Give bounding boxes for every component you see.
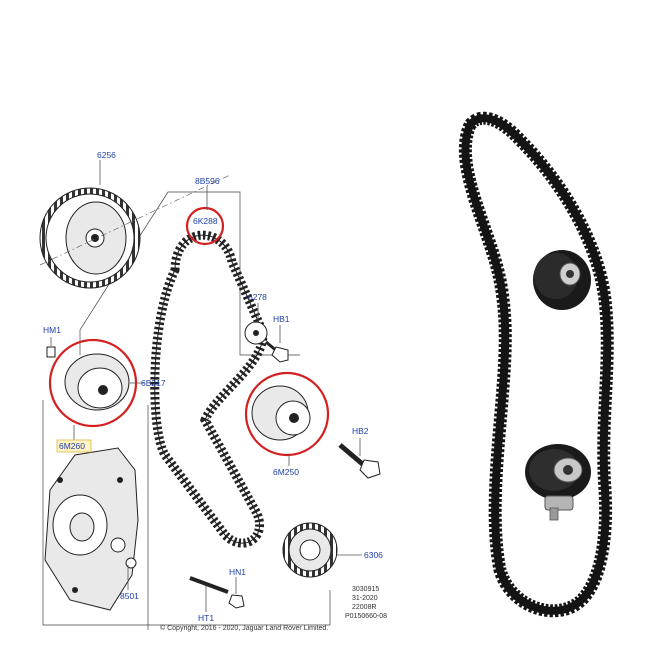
lower-tensioner	[525, 444, 591, 521]
crank-sprocket	[282, 522, 362, 578]
highlight-box-6m260	[56, 439, 92, 453]
info-line-1: 3030915	[352, 586, 379, 593]
tensioner-pulley	[48, 338, 138, 428]
highlight-ring-6m250	[244, 371, 330, 457]
parts-diagram: 6256 8B596 6K288 6278 HB1 HM1 6B217 6M26…	[39, 150, 387, 632]
label-6m260: 6M260	[59, 441, 85, 451]
label-6256: 6256	[97, 150, 116, 160]
cam-sprocket	[39, 174, 231, 289]
label-hm1: HM1	[43, 325, 61, 335]
info-line-4: P0150660-08	[345, 613, 387, 620]
info-line-2: 31-2020	[352, 595, 378, 602]
highlight-ring-6k288	[185, 206, 225, 246]
part-labels: 6256 8B596 6K288 6278 HB1 HM1 6B217 6M26…	[43, 150, 383, 623]
leader-lines	[73, 160, 290, 590]
idler-pulley	[244, 371, 330, 457]
label-6b217: 6B217	[141, 378, 166, 388]
timing-belt	[150, 230, 268, 548]
upper-roller	[533, 250, 591, 310]
frame-lines	[42, 191, 331, 630]
label-6m250: 6M250	[273, 467, 299, 477]
label-hb2: HB2	[352, 426, 369, 436]
label-8b596: 8B596	[195, 176, 220, 186]
label-6278: 6278	[248, 292, 267, 302]
label-hn1: HN1	[229, 567, 246, 577]
bolt-hb2	[338, 438, 381, 479]
label-hb1: HB1	[273, 314, 290, 324]
label-6306: 6306	[364, 550, 383, 560]
washer-and-bolt-hb1	[244, 303, 289, 363]
belt-kit-photo	[458, 111, 614, 618]
label-8501: 8501	[120, 591, 139, 601]
info-block: 3030915 31-2020 22008R P0150660-08 © Cop…	[160, 586, 387, 632]
label-6k288: 6K288	[193, 216, 218, 226]
copyright: © Copyright, 2016 - 2020, Jaguar Land Ro…	[160, 624, 328, 632]
water-pump	[44, 447, 139, 611]
bolt-hm1	[46, 337, 56, 358]
info-line-3: 22008R	[352, 604, 377, 611]
stud-ht1-nut-hn1	[189, 576, 245, 612]
label-ht1: HT1	[198, 613, 214, 623]
